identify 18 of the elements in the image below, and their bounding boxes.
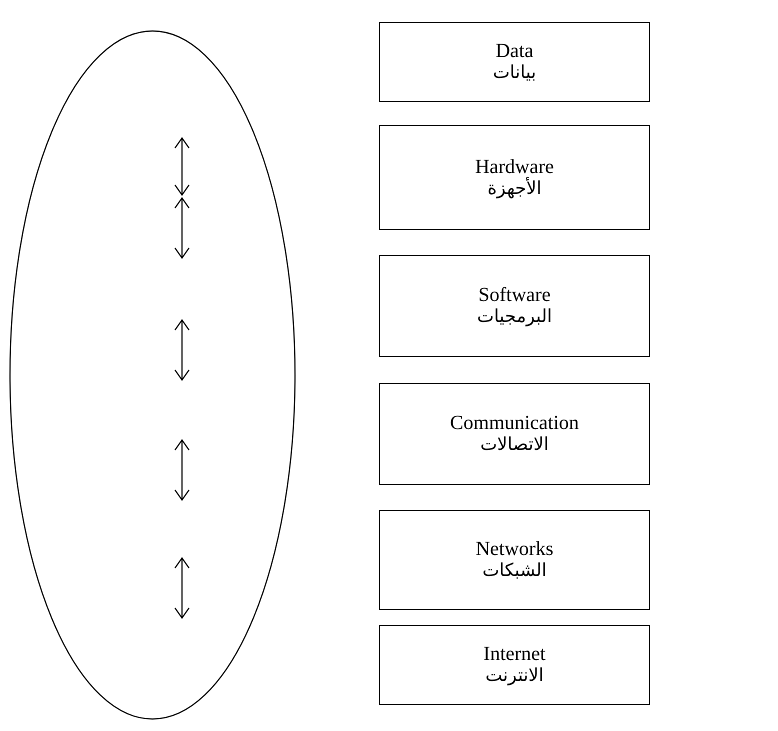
arabic-label: بيانات [492,62,536,84]
arabic-label: الأجهزة [487,178,542,200]
text-box [379,22,650,102]
text-box [379,383,650,485]
text-box [379,510,650,610]
english-label: Networks [476,538,554,560]
arabic-label: الاتصالات [480,434,549,456]
arabic-label: البرمجيات [477,306,552,328]
text-box [379,625,650,705]
english-label: Internet [483,643,546,665]
english-label: Communication [450,412,579,434]
arabic-label: الانترنت [485,665,544,687]
english-label: Data [496,40,534,62]
arabic-label: الشبكات [482,560,547,582]
english-label: Hardware [475,156,554,178]
text-box [379,125,650,230]
text-box [379,255,650,357]
english-label: Software [478,284,551,306]
